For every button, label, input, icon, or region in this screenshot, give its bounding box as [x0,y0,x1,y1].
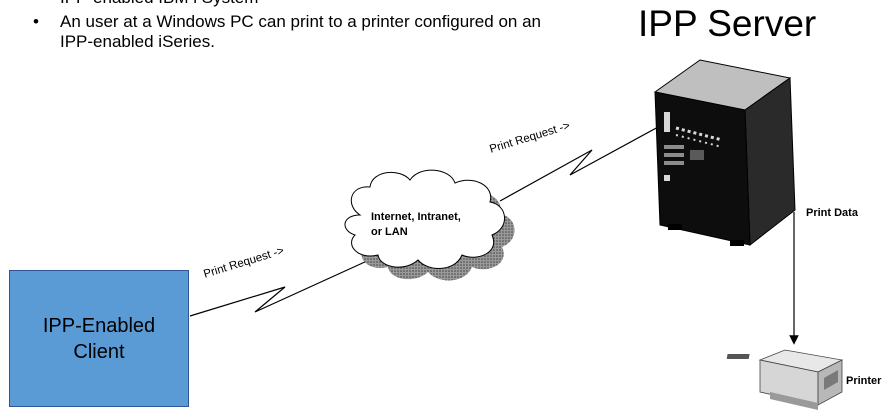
bullet-item: IPP-enabled IBM i System [30,0,550,8]
printer-icon [726,349,844,410]
bullet-item: An user at a Windows PC can print to a p… [30,12,550,52]
link-client-network [189,255,379,317]
link-network-server [499,125,661,202]
server-title: IPP Server [638,3,817,44]
bullet-list: IPP-enabled IBM i System An user at a Wi… [30,0,550,56]
network-label: Internet, Intranet, or LAN [371,210,461,240]
server-icon [653,59,796,246]
client-label-line2: Client [73,340,125,363]
network-cloud [344,169,505,269]
print-data-label: Print Data [806,207,858,219]
network-label-line1: Internet, Intranet, [371,211,461,223]
network-label-line2: or LAN [371,226,408,238]
ipp-client-box: IPP-Enabled Client [9,270,189,407]
printer-label: Printer [846,375,882,387]
client-label-line1: IPP-Enabled [42,314,156,337]
